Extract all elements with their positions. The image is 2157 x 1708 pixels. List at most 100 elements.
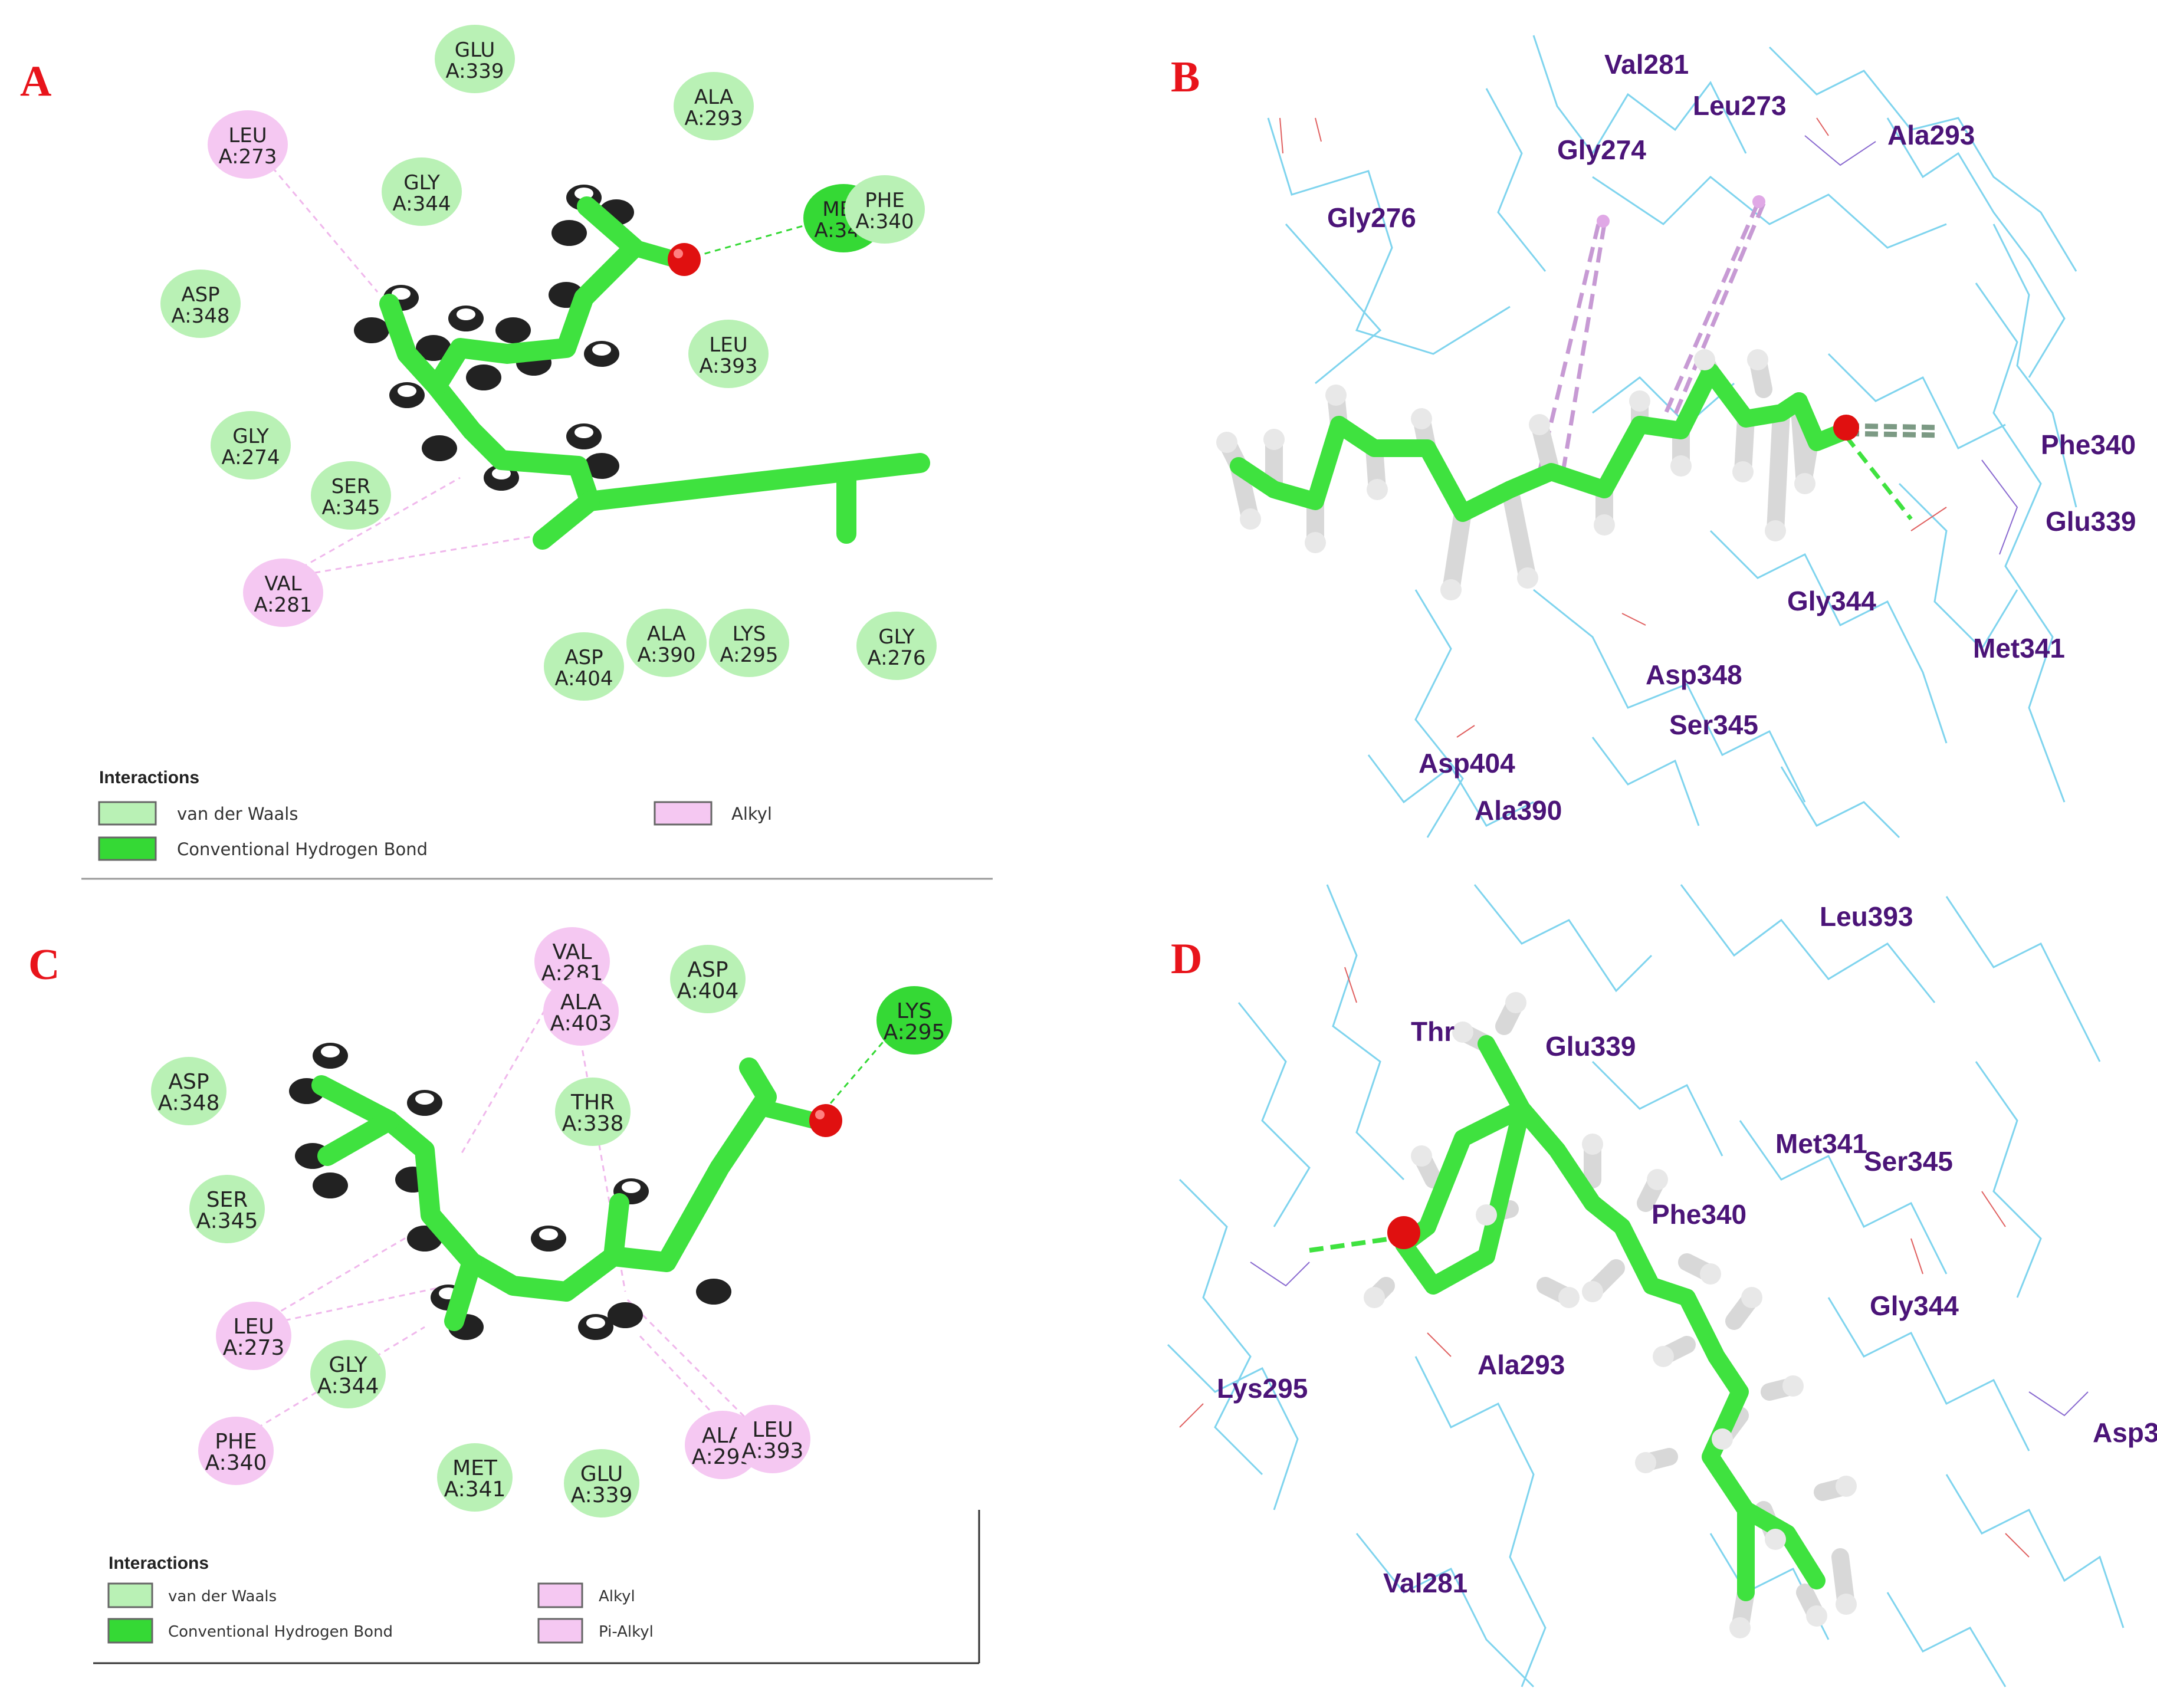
residue-disks-c: VALA:281ALAA:403ASPA:404LYSA:295ASPA:348… bbox=[151, 927, 952, 1518]
label-b-ala390: Ala390 bbox=[1475, 795, 1562, 826]
hbond-dash-d bbox=[1309, 1236, 1393, 1253]
residue-name-label: LYS bbox=[733, 622, 766, 646]
label-d-leu393: Leu393 bbox=[1820, 901, 1913, 932]
residue-chain-label: A:338 bbox=[562, 1112, 624, 1136]
legend-title-a: Interactions bbox=[99, 768, 199, 787]
residue-disk-c-thr-338 bbox=[555, 1078, 631, 1146]
label-b-ser345: Ser345 bbox=[1669, 710, 1758, 740]
residue-name-label: PHE bbox=[865, 189, 905, 212]
legend-title-c: Interactions bbox=[109, 1553, 209, 1573]
residue-chain-label: A:393 bbox=[699, 354, 757, 378]
label-d-lys295: Lys295 bbox=[1217, 1373, 1308, 1404]
panel-letter-d: D bbox=[1171, 935, 1202, 983]
residue-chain-label: A:340 bbox=[205, 1451, 267, 1475]
protein-wireframe-b bbox=[1267, 35, 2077, 839]
residue-name-label: VAL bbox=[552, 940, 592, 964]
legend-label-hbond-a: Conventional Hydrogen Bond bbox=[177, 839, 428, 859]
residue-name-label: ALA bbox=[560, 990, 602, 1014]
residue-disk-c-asp-404 bbox=[670, 945, 746, 1013]
label-b-gly344: Gly344 bbox=[1787, 586, 1876, 616]
label-d-met341: Met341 bbox=[1775, 1128, 1867, 1159]
residue-chain-label: A:344 bbox=[317, 1374, 379, 1398]
residue-disk-a-asp-348 bbox=[160, 270, 241, 338]
legend-label-hbond-c: Conventional Hydrogen Bond bbox=[168, 1623, 393, 1641]
residue-chain-label: A:404 bbox=[554, 667, 613, 691]
ligand-3d-b bbox=[1216, 349, 1859, 600]
residue-name-label: LYS bbox=[897, 999, 932, 1023]
ligand-a bbox=[354, 185, 930, 550]
residue-disk-c-ala-403 bbox=[543, 977, 619, 1046]
residue-chain-label: A:281 bbox=[254, 593, 312, 617]
residue-disk-c-ser-345 bbox=[189, 1175, 265, 1243]
residue-disk-a-ser-345 bbox=[311, 461, 391, 530]
label-b-val281: Val281 bbox=[1604, 49, 1689, 80]
residue-chain-label: A:340 bbox=[855, 210, 914, 234]
label-d-gly344: Gly344 bbox=[1870, 1290, 1959, 1321]
residue-chain-label: A:404 bbox=[677, 979, 739, 1003]
residue-chain-label: A:393 bbox=[742, 1439, 804, 1463]
residue-disk-a-ala-390 bbox=[626, 609, 707, 677]
residue-name-label: LEU bbox=[752, 1418, 793, 1442]
residue-disk-a-asp-404 bbox=[544, 632, 624, 701]
residue-name-label: GLY bbox=[329, 1353, 367, 1377]
residue-name-label: GLY bbox=[878, 625, 915, 649]
label-d-ser345: Ser345 bbox=[1864, 1146, 1953, 1177]
residue-disk-c-gly-344 bbox=[310, 1340, 386, 1408]
legend-label-alkyl-a: Alkyl bbox=[731, 804, 772, 824]
residue-chain-label: A:295 bbox=[720, 643, 778, 667]
interaction-lines-a bbox=[264, 159, 820, 579]
legend-label-vdw-a: van der Waals bbox=[177, 804, 298, 824]
residue-chain-label: A:295 bbox=[884, 1020, 945, 1044]
alkyl-dash-b bbox=[1537, 202, 1766, 472]
residue-chain-label: A:345 bbox=[196, 1209, 258, 1233]
residue-name-label: ASP bbox=[181, 283, 219, 307]
legend-label-alkyl-c: Alkyl bbox=[599, 1588, 635, 1605]
label-d-thr: Thr bbox=[1411, 1016, 1455, 1047]
residue-disk-c-glu-339 bbox=[564, 1449, 639, 1518]
residue-disk-a-ala-293 bbox=[674, 72, 754, 140]
residue-disk-a-leu-393 bbox=[688, 320, 769, 388]
residue-chain-label: A:273 bbox=[223, 1336, 285, 1360]
panel-b: B bbox=[1171, 35, 2136, 839]
residue-disk-a-gly-274 bbox=[211, 411, 291, 479]
residue-chain-label: A:274 bbox=[221, 446, 280, 469]
panel-d: D bbox=[1167, 884, 2157, 1688]
residue-name-label: GLY bbox=[403, 171, 440, 195]
residue-name-label: LEU bbox=[228, 124, 267, 147]
protein-wireframe-purple-d bbox=[1250, 1262, 2089, 1417]
residue-name-label: GLU bbox=[455, 38, 495, 62]
residue-chain-label: A:345 bbox=[321, 496, 380, 520]
residue-disk-c-leu-273 bbox=[216, 1302, 291, 1370]
label-d-asp34: Asp34 bbox=[2093, 1417, 2157, 1448]
residue-chain-label: A:390 bbox=[637, 643, 695, 667]
residue-name-label: GLY bbox=[232, 425, 269, 448]
legend-swatch bbox=[654, 801, 713, 826]
residue-name-label: SER bbox=[206, 1188, 248, 1212]
residue-disk-c-asp-348 bbox=[151, 1057, 226, 1125]
legend-swatch bbox=[98, 836, 157, 861]
legend-swatch bbox=[107, 1582, 153, 1608]
residue-disk-c-phe-340 bbox=[198, 1417, 274, 1485]
legend-label-pi-alkyl-c: Pi-Alkyl bbox=[599, 1623, 654, 1641]
residue-disk-c-leu-393 bbox=[735, 1405, 810, 1473]
residue-chain-label: A:348 bbox=[158, 1091, 220, 1115]
panel-letter-c: C bbox=[28, 941, 60, 989]
residue-chain-label: A:276 bbox=[867, 646, 925, 670]
legend-a: Interactions van der Waals Conventional … bbox=[81, 768, 993, 880]
residue-chain-label: A:339 bbox=[571, 1483, 633, 1507]
label-d-val281: Val281 bbox=[1383, 1568, 1467, 1598]
residue-disk-a-gly-344 bbox=[382, 157, 462, 226]
residue-disk-a-phe-340 bbox=[845, 175, 925, 244]
residue-chain-label: A:348 bbox=[171, 304, 229, 328]
legend-c: Interactions van der Waals Conventional … bbox=[93, 1510, 980, 1664]
residue-disk-a-lys-295 bbox=[709, 609, 789, 677]
panel-a: A bbox=[20, 25, 993, 880]
residue-name-label: ASP bbox=[168, 1070, 209, 1094]
residue-disk-a-glu-339 bbox=[435, 25, 515, 93]
panel-c: C bbox=[28, 927, 980, 1664]
residue-name-label: ALA bbox=[647, 622, 686, 646]
residue-disk-a-val-281 bbox=[243, 559, 323, 627]
residue-disk-c-lys-295 bbox=[876, 986, 952, 1055]
label-b-phe340: Phe340 bbox=[2041, 429, 2136, 460]
residue-name-label: LEU bbox=[709, 333, 747, 357]
